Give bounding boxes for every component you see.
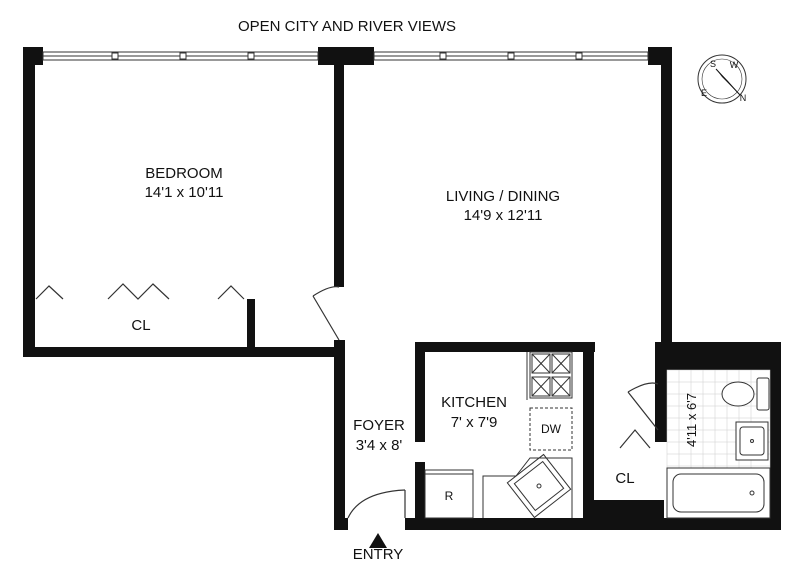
- kitchen-name: KITCHEN: [441, 394, 507, 411]
- compass-north-label: N: [740, 93, 747, 103]
- toilet: [721, 377, 770, 411]
- entry-label: ENTRY: [353, 546, 404, 563]
- compass-icon: S W N E: [697, 54, 747, 104]
- walls: [23, 47, 781, 530]
- bedroom-closet-label: CL: [131, 317, 150, 334]
- views-caption: OPEN CITY AND RIVER VIEWS: [238, 18, 456, 35]
- foyer-name: FOYER: [353, 417, 405, 434]
- doors: [312, 286, 659, 519]
- compass-east-label: E: [701, 88, 707, 98]
- dishwasher-label: DW: [541, 422, 562, 436]
- foyer-size: 3'4 x 8': [356, 437, 403, 454]
- bedroom-name: BEDROOM: [145, 165, 223, 182]
- living-size: 14'9 x 12'11: [464, 207, 543, 224]
- living-closet-label: CL: [615, 470, 634, 487]
- kitchen-size: 7' x 7'9: [451, 414, 498, 431]
- bathtub: [666, 467, 771, 519]
- refrigerator-label: R: [445, 489, 454, 503]
- entry-arrow-icon: [369, 533, 387, 548]
- closet-door-symbols: [35, 283, 651, 449]
- bedroom-size: 14'1 x 10'11: [145, 184, 224, 201]
- bath-sink: [735, 421, 769, 461]
- refrigerator: [424, 469, 474, 519]
- living-name: LIVING / DINING: [446, 188, 560, 205]
- dishwasher: [529, 407, 573, 451]
- stove: [529, 351, 573, 399]
- bath-size: 4'11 x 6'7: [684, 393, 699, 447]
- compass-west-label: W: [730, 60, 739, 70]
- kitchen-sink: [482, 453, 573, 519]
- compass-south-label: S: [710, 59, 716, 69]
- windows: [42, 51, 649, 61]
